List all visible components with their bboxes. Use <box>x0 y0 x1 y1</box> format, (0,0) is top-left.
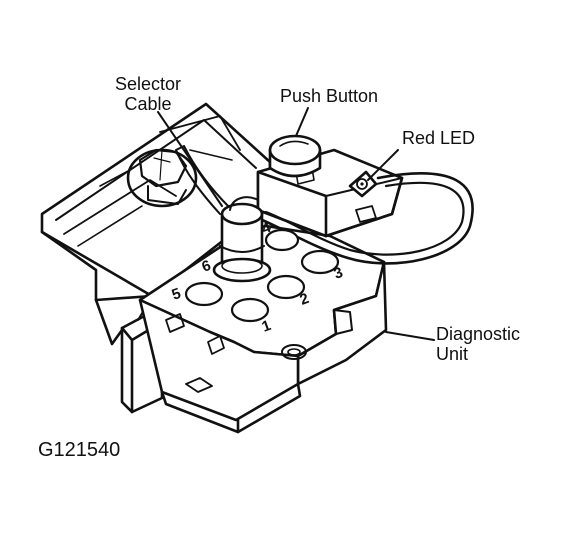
label-diagnostic-unit-line2: Unit <box>436 344 469 364</box>
leader-selector-cable <box>157 111 223 207</box>
label-diagnostic-unit: Diagnostic Unit <box>436 324 520 364</box>
port-3 <box>300 249 340 275</box>
label-red-led: Red LED <box>402 128 476 148</box>
mounting-bolt <box>126 148 198 208</box>
selector-ports <box>184 228 340 323</box>
port-5 <box>184 281 224 307</box>
led-cable <box>260 172 474 265</box>
figure-id: G121540 <box>38 439 121 461</box>
label-selector-cable-line1: Selector <box>114 74 182 94</box>
port-2 <box>266 274 306 300</box>
leader-red-led <box>367 149 399 181</box>
leader-lines <box>157 107 435 341</box>
push-button <box>268 134 322 178</box>
leader-push-button <box>295 107 309 137</box>
label-diagnostic-unit-line1: Diagnostic <box>436 324 521 344</box>
port-4 <box>264 228 300 252</box>
label-selector-cable-line2: Cable <box>124 94 172 114</box>
label-push-button: Push Button <box>280 86 379 106</box>
selector-plug <box>175 145 272 283</box>
label-selector-cable: Selector Cable <box>106 74 190 114</box>
port-1 <box>230 297 270 323</box>
leader-diagnostic-unit <box>385 331 435 341</box>
